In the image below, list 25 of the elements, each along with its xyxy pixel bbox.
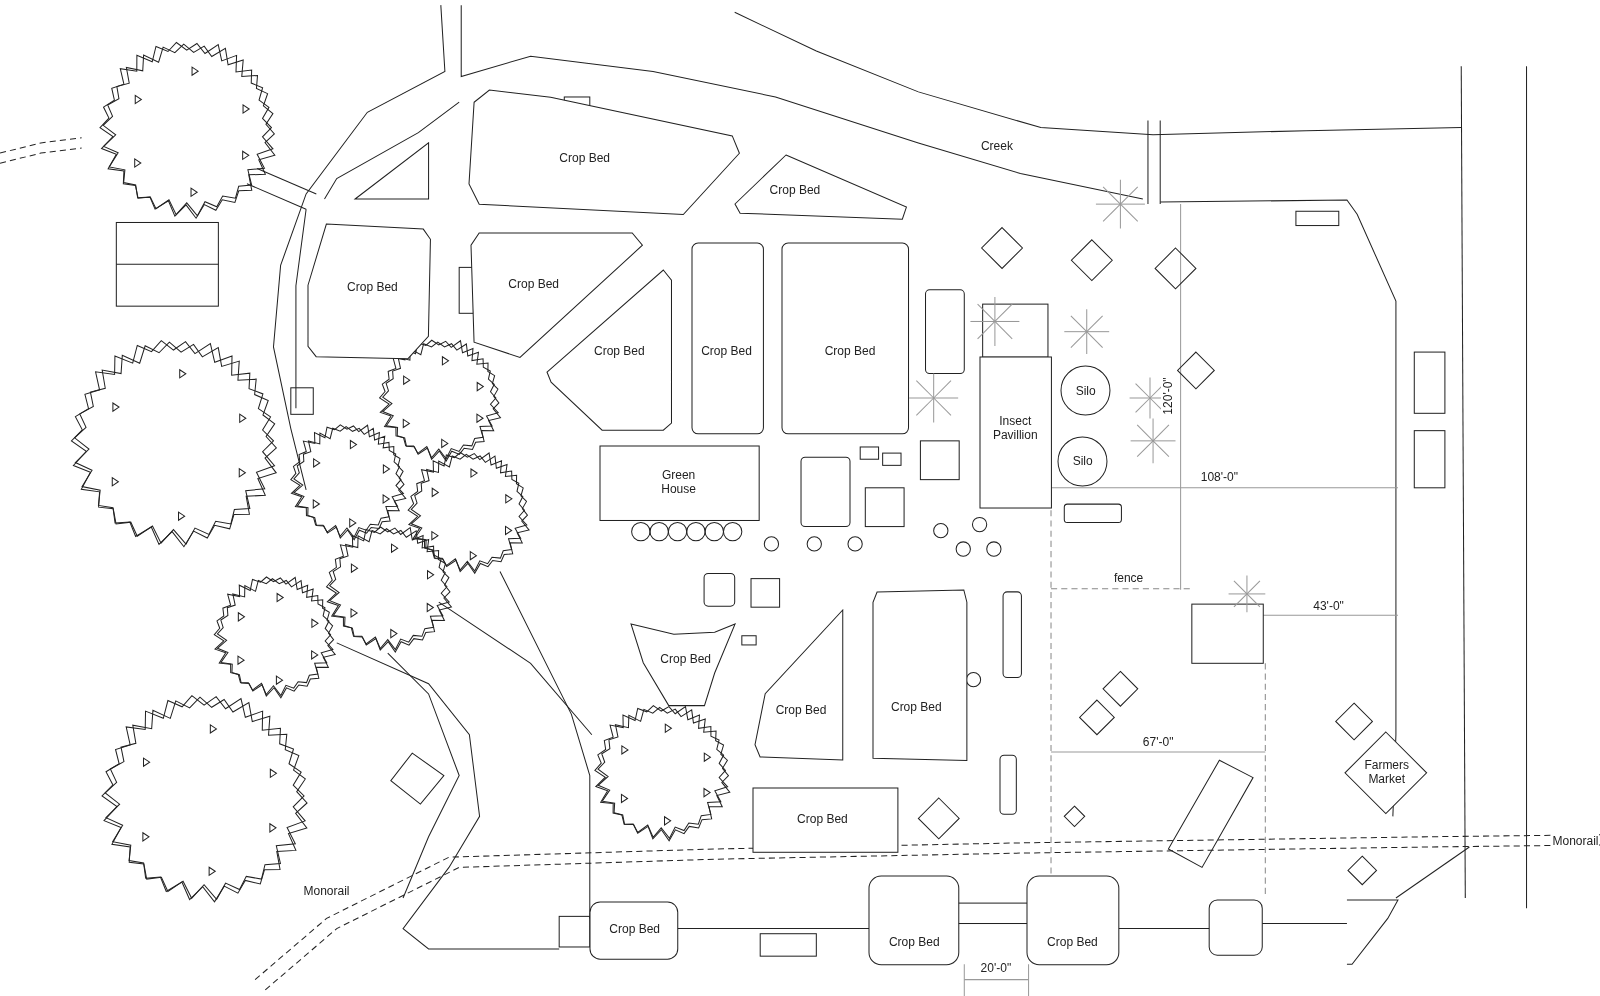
- silo-label: Silo: [1075, 383, 1096, 398]
- crop-bed-label: Crop Bed: [660, 652, 712, 667]
- dimension-label: 67'-0": [1142, 734, 1174, 749]
- monorail-label: Monorail: [303, 883, 350, 898]
- crop-bed-label: Crop Bed: [824, 344, 876, 358]
- crop-bed-label: Crop Bed: [797, 812, 848, 827]
- crop-bed-label: Crop Bed: [701, 344, 752, 358]
- crop-bed-label: Crop Bed: [559, 151, 610, 166]
- crop-bed-label: Crop Bed: [1047, 934, 1098, 949]
- crop-bed-label: Crop Bed: [769, 182, 821, 197]
- crop-bed-label: Crop Bed: [609, 921, 660, 936]
- crop-bed-label: Crop Bed: [594, 344, 645, 358]
- greenhouse-label: Green House: [660, 467, 697, 496]
- pavilion-label: Insect Pavillion: [991, 413, 1039, 442]
- fence-label: fence: [1113, 570, 1144, 585]
- crop-bed-label: Crop Bed: [888, 934, 940, 949]
- crop-bed-label: Crop Bed: [347, 279, 398, 294]
- water-label: Creek: [980, 138, 1013, 153]
- silo-label: Silo: [1072, 454, 1093, 469]
- dimension-label: 108'-0": [1200, 469, 1238, 484]
- market-stall-label: Farmers Market: [1363, 758, 1411, 787]
- crop-bed-label: Crop Bed: [890, 700, 942, 715]
- crop-bed-label: Crop Bed: [508, 276, 559, 291]
- monorail-label: Monorail: [1552, 833, 1599, 848]
- crop-bed-label: Crop Bed: [775, 703, 827, 718]
